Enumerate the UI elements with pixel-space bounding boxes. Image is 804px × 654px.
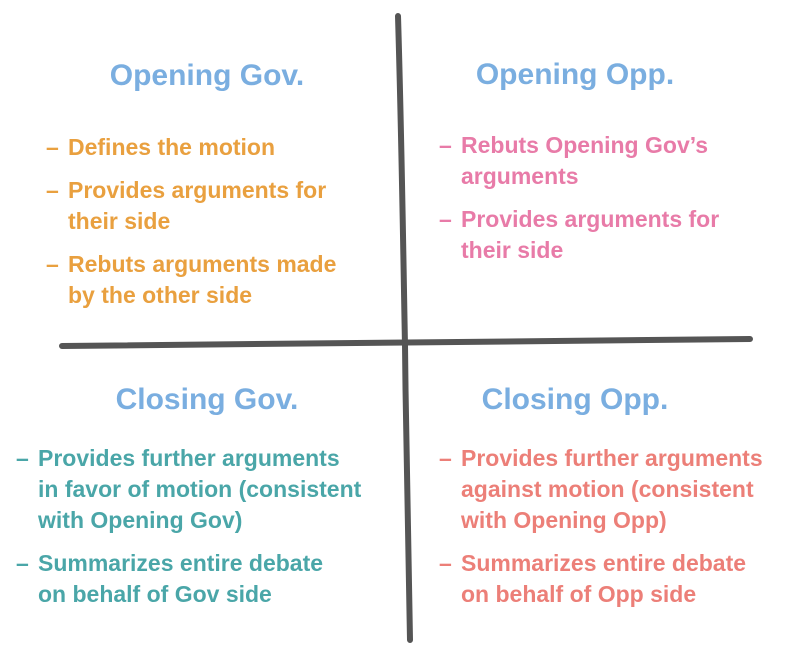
bullet-text-line: Rebuts arguments made	[68, 251, 337, 277]
bullet-text-line: in favor of motion (consistent	[38, 476, 362, 502]
bullet-item: –Summarizes entire debate on behalf of Op…	[439, 548, 763, 610]
bullet-dash: –	[46, 134, 59, 160]
bullet-text-line: Defines the motion	[68, 134, 276, 160]
bullet-text-line: arguments	[461, 163, 579, 189]
opening-opp-title: Opening Opp.	[475, 58, 675, 91]
bullet-text-line: their side	[68, 208, 171, 234]
bullet-item: –Provides further arguments in favor of m…	[16, 443, 361, 536]
vertical-divider	[395, 13, 413, 643]
bullet-text-line: Provides arguments for	[461, 206, 720, 232]
bullet-dash: –	[46, 177, 59, 203]
closing-gov-title: Closing Gov.	[115, 383, 299, 416]
bullet-item: –Rebuts arguments made by the other side	[46, 249, 336, 311]
bullet-text-line: Summarizes entire debate	[461, 550, 747, 576]
bullet-item: –Provides further arguments against motio…	[439, 443, 763, 536]
bullet-text-line: with Opening Gov)	[38, 507, 243, 533]
bullet-dash: –	[439, 550, 452, 576]
bullet-text-line: Summarizes entire debate	[38, 550, 324, 576]
bullet-item: –Provides arguments for their side	[46, 175, 336, 237]
bullet-text-line: Provides further arguments	[38, 445, 340, 471]
bullet-dash: –	[46, 251, 59, 277]
bullet-text-line: on behalf of Gov side	[38, 581, 272, 607]
bullet-dash: –	[16, 445, 29, 471]
bullet-text-line: Provides further arguments	[461, 445, 763, 471]
bullet-text-line: their side	[461, 237, 564, 263]
bullet-dash: –	[439, 206, 452, 232]
closing-opp-title: Closing Opp.	[481, 383, 669, 416]
bullet-text-line: Rebuts Opening Gov’s	[461, 132, 709, 158]
bullet-item: –Rebuts Opening Gov’s arguments	[439, 130, 719, 192]
bullet-dash: –	[439, 132, 452, 158]
bullet-dash: –	[16, 550, 29, 576]
bullet-item: –Defines the motion	[46, 132, 336, 163]
bullet-item: –Provides arguments for their side	[439, 204, 719, 266]
bullet-text-line: by the other side	[68, 282, 253, 308]
bullet-text-line: with Opening Opp)	[461, 507, 667, 533]
bullet-text-line: on behalf of Opp side	[461, 581, 697, 607]
bullet-text-line: against motion (consistent	[461, 476, 754, 502]
opening-gov-bullets: –Defines the motion–Provides arguments f…	[46, 132, 336, 323]
opening-gov-title: Opening Gov.	[109, 59, 305, 92]
bullet-text-line: Provides arguments for	[68, 177, 327, 203]
bullet-item: –Summarizes entire debate on behalf of Go…	[16, 548, 361, 610]
bullet-dash: –	[439, 445, 452, 471]
horizontal-divider	[59, 336, 753, 349]
